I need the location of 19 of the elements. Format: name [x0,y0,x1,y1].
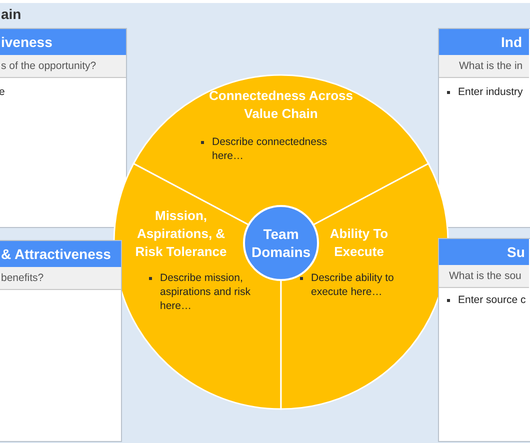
card-header: Su [439,239,529,265]
card-header: iveness [0,29,126,55]
bullet-text: Describe connectedness here… [198,135,343,163]
panel-card [438,238,530,442]
panel-card [0,28,127,228]
question-bar: s of the opportunity? [0,55,126,78]
segment-heading: Ability To Execute [328,225,390,261]
panel-card [438,28,530,228]
bullet-text: Enter source c [444,293,530,307]
question-bar: What is the sou [439,265,529,288]
segment-heading: Connectedness Across Value Chain [208,87,354,123]
title-text: ain [1,6,22,22]
card-header: & Attractiveness [0,241,121,267]
question-bar: What is the in [439,55,529,78]
question-bar: benefits? [0,267,121,290]
card-header: Ind [439,29,529,55]
bullet-text: Enter industry [444,85,530,99]
segment-heading: Mission, Aspirations, & Risk Tolerance [134,207,228,261]
panel-card [0,240,122,442]
